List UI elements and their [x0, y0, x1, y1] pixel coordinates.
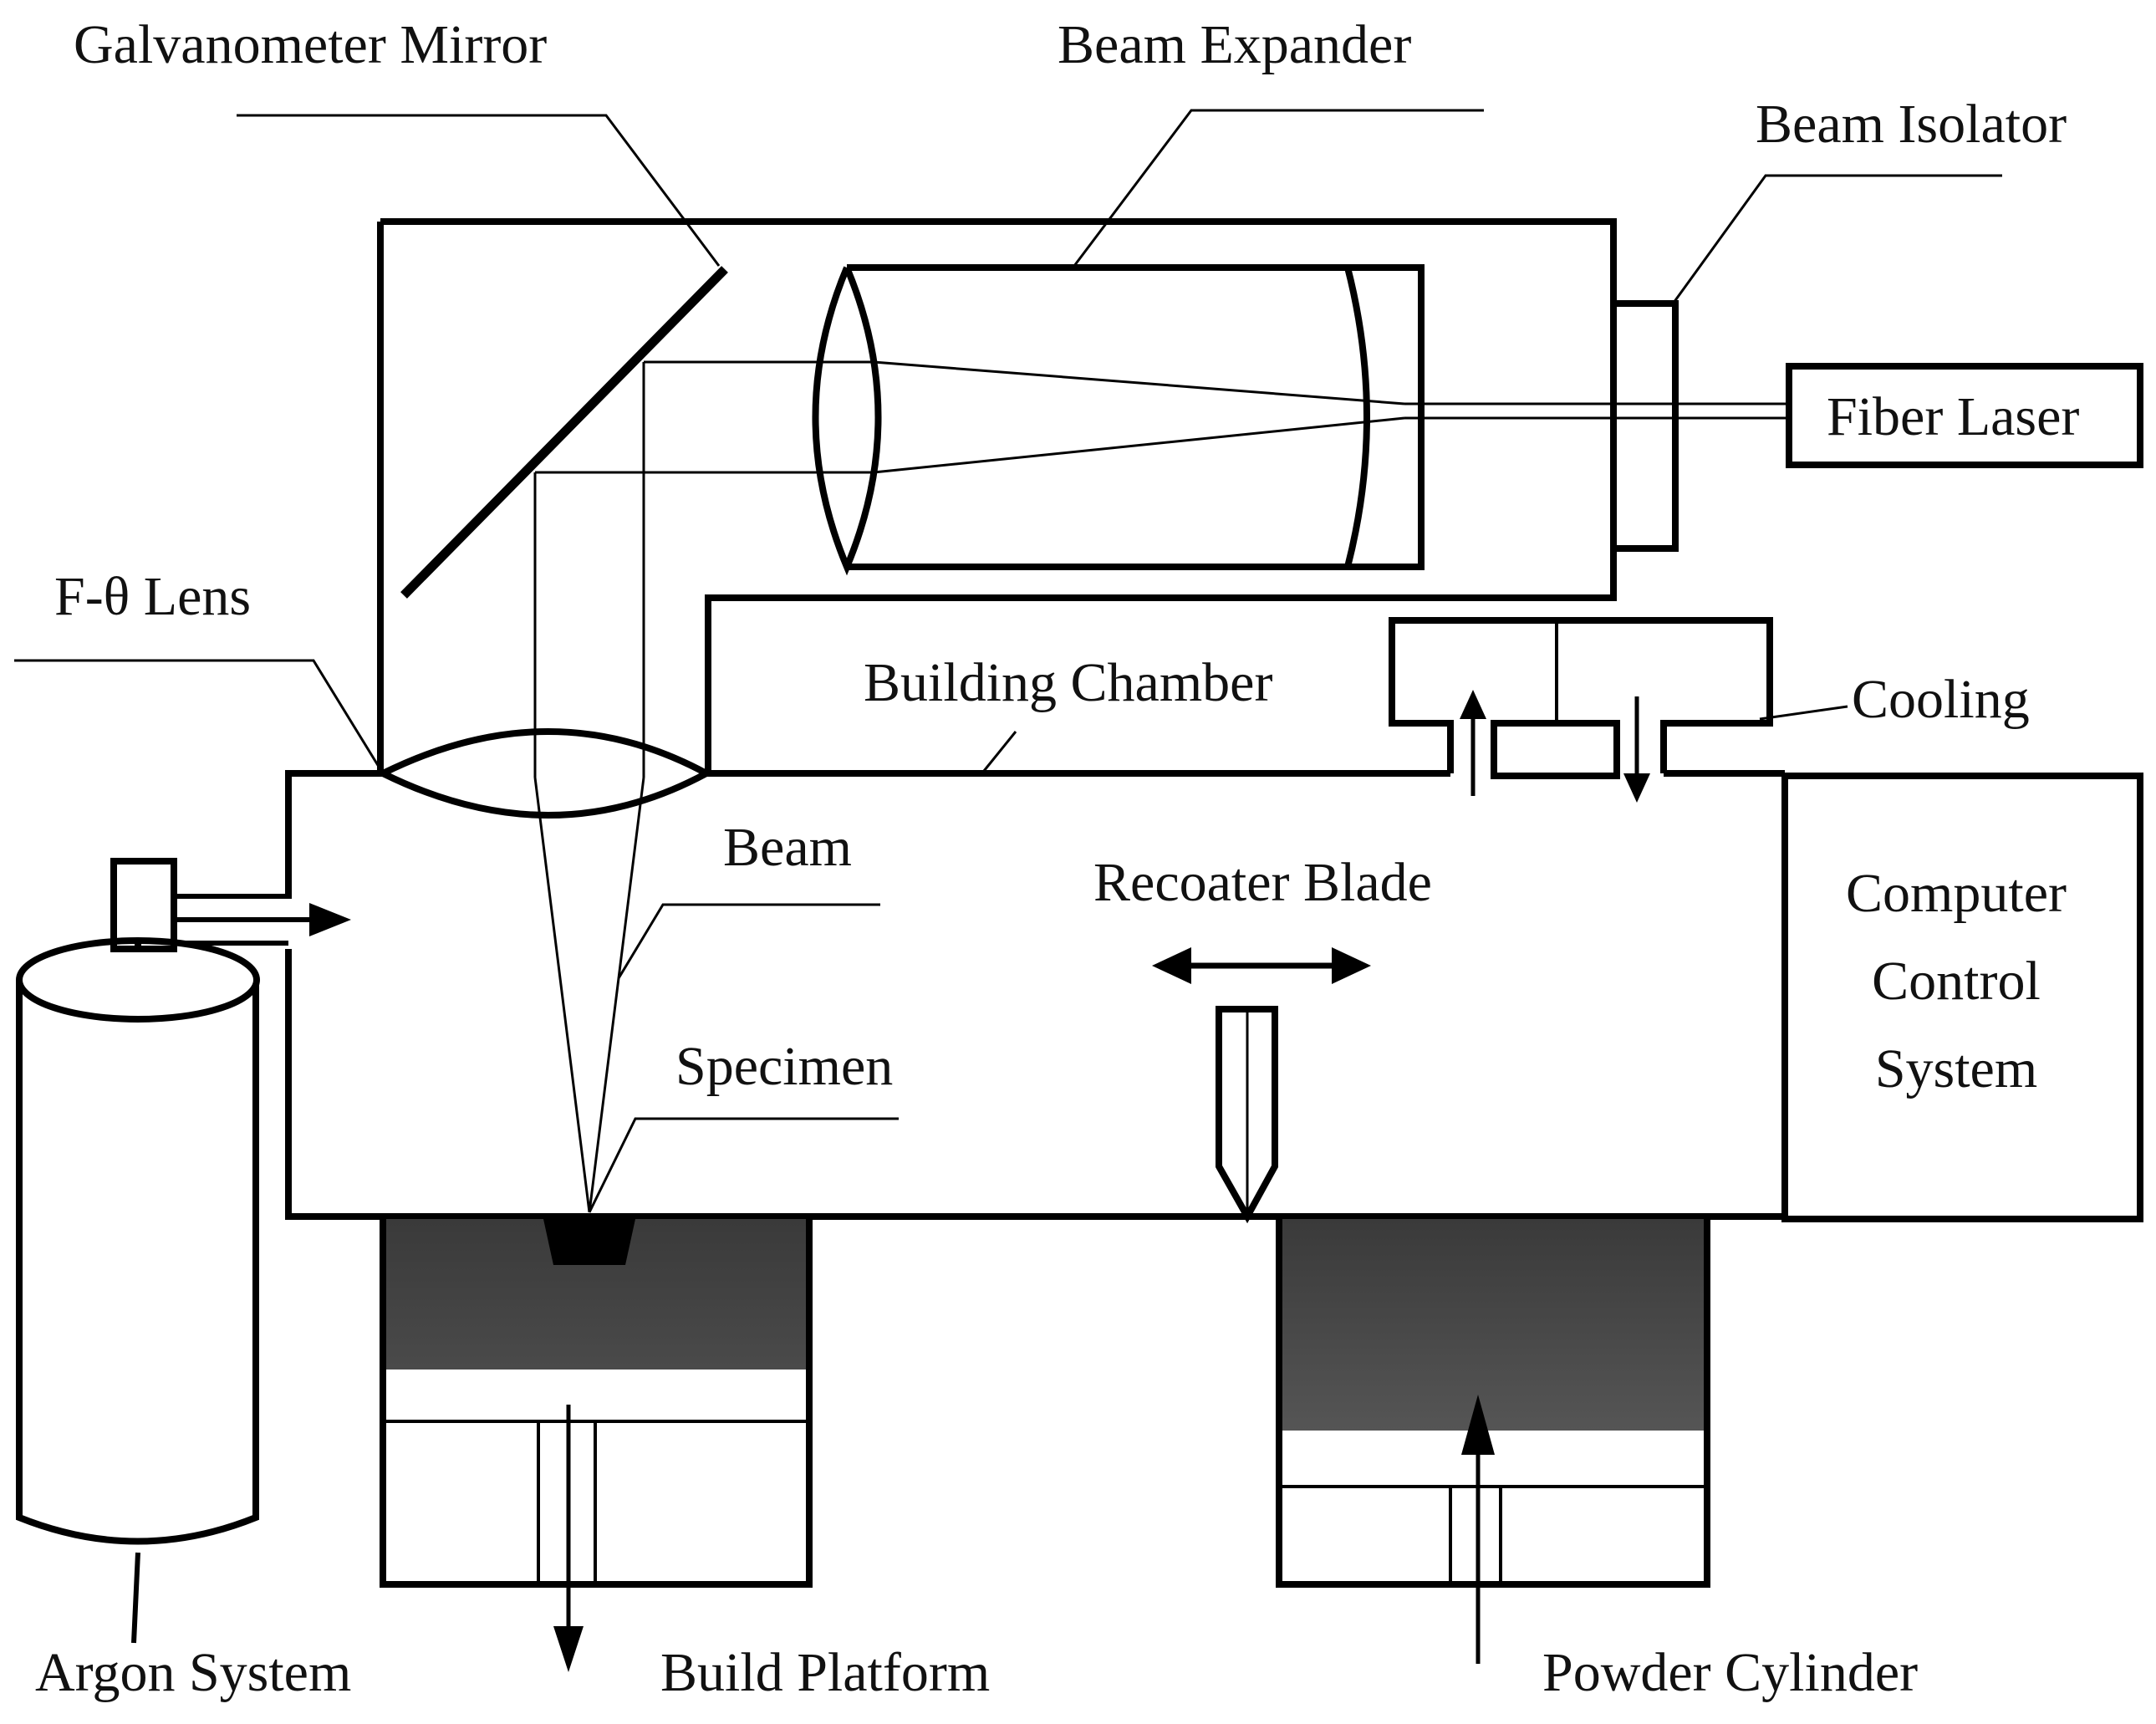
- building-chamber: [285, 770, 1785, 1220]
- powder-cylinder: [1276, 1219, 1710, 1664]
- label-fiber-laser: Fiber Laser: [1827, 386, 2079, 447]
- label-f-theta-lens: F-θ Lens: [54, 566, 251, 627]
- label-computer-control-line1: Computer: [1846, 863, 2067, 924]
- f-theta-lens: [375, 728, 714, 819]
- label-specimen: Specimen: [675, 1036, 893, 1097]
- cooling-unit: [1389, 617, 1773, 773]
- label-building-chamber: Building Chamber: [864, 652, 1272, 713]
- optics-housing: [377, 218, 1617, 773]
- label-powder-cylinder: Powder Cylinder: [1542, 1642, 1918, 1703]
- label-beam-expander: Beam Expander: [1058, 14, 1411, 75]
- label-computer-control-line2: Control: [1872, 951, 2041, 1012]
- specimen-shape: [543, 1219, 635, 1265]
- label-galvanometer-mirror: Galvanometer Mirror: [74, 14, 547, 75]
- argon-cylinder: [16, 937, 260, 1545]
- argon-valve: [110, 858, 177, 952]
- leader-lines: [14, 109, 2002, 1213]
- build-platform: [380, 1219, 813, 1672]
- label-cooling: Cooling: [1852, 669, 2030, 730]
- fiber-laser-box: [1786, 363, 2143, 468]
- beam-isolator: [1610, 300, 1679, 552]
- label-argon-system: Argon System: [35, 1642, 351, 1703]
- label-build-platform: Build Platform: [660, 1642, 990, 1703]
- label-computer-control-line3: System: [1875, 1038, 2037, 1099]
- argon-pipe: [174, 894, 313, 946]
- recoater-blade: [1216, 1006, 1278, 1224]
- beam-rays: [533, 360, 1789, 1213]
- label-recoater-blade: Recoater Blade: [1093, 852, 1432, 913]
- label-beam: Beam: [723, 817, 852, 878]
- beam-expander: [812, 264, 1425, 576]
- galvanometer-mirror: [400, 266, 728, 599]
- cooling-block: [1491, 720, 1620, 779]
- label-beam-isolator: Beam Isolator: [1756, 94, 2067, 155]
- computer-control-box: [1781, 773, 2143, 1222]
